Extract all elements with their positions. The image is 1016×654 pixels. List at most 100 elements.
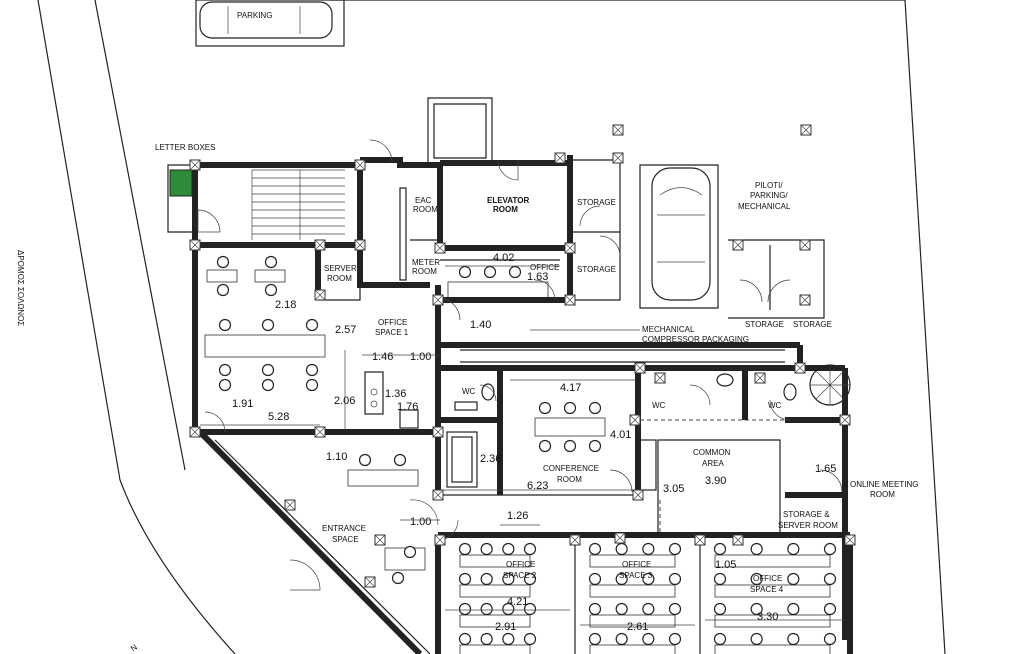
dim-2-57: 2.57: [335, 324, 356, 336]
column-cross: [354, 159, 366, 171]
site-boundary: [37, 0, 946, 654]
server-room-label-2: ROOM: [327, 274, 352, 283]
chair: [588, 401, 602, 415]
chair: [218, 378, 232, 392]
chair: [264, 283, 278, 297]
column-cross: [432, 294, 444, 306]
wc-label-3: WC: [768, 401, 782, 410]
column-cross: [189, 426, 201, 438]
chair: [458, 542, 472, 556]
storage-server-label-1: STORAGE &: [783, 510, 830, 519]
letter-boxes-label: LETTER BOXES: [155, 143, 215, 152]
chair: [615, 572, 628, 586]
chair: [523, 632, 537, 646]
chair: [750, 572, 763, 586]
column-cross: [314, 289, 326, 301]
chair: [642, 602, 655, 616]
chair: [538, 439, 552, 453]
column-cross: [374, 534, 386, 546]
dim-4-21: 4.21: [507, 596, 528, 608]
chair: [480, 542, 493, 556]
chair: [523, 602, 537, 616]
dim-5-28: 5.28: [268, 411, 289, 423]
entrance-label-1: ENTRANCE: [322, 524, 366, 533]
walls: [167, 97, 853, 654]
meter-room-label-2: ROOM: [412, 267, 437, 276]
chair: [668, 632, 682, 646]
column-cross: [434, 242, 446, 254]
desk: [204, 334, 326, 358]
conference-label-2: ROOM: [557, 475, 582, 484]
dim-1-00-a: 1.00: [410, 351, 431, 363]
eac-room-label-1: EAC: [415, 196, 432, 205]
office-space-4-label-b: SPACE 4: [750, 585, 784, 594]
dim-4-02: 4.02: [493, 252, 514, 264]
eac-room-label-2: ROOM: [413, 205, 438, 214]
dim-2-18: 2.18: [275, 299, 296, 311]
chair: [642, 632, 655, 646]
online-meeting-label-1: ONLINE MEETING: [850, 480, 918, 489]
dim-4-01: 4.01: [610, 429, 631, 441]
north-arrow: N: [129, 642, 139, 653]
column-cross: [654, 372, 666, 384]
chair: [787, 542, 800, 556]
entrance-label-2: SPACE: [332, 535, 359, 544]
chair: [823, 572, 837, 586]
dim-6-23: 6.23: [527, 480, 548, 492]
dim-3-90: 3.90: [705, 475, 726, 487]
desk: [459, 584, 531, 598]
column-cross: [754, 372, 766, 384]
column-cross: [839, 414, 851, 426]
dim-3-05: 3.05: [663, 483, 684, 495]
dim-2-61: 2.61: [627, 621, 648, 633]
column-cross: [284, 499, 296, 511]
chair: [713, 602, 727, 616]
column-cross: [564, 242, 576, 254]
mechanical-label-1: MECHANICAL: [642, 325, 695, 334]
chair: [615, 602, 628, 616]
dim-4-17: 4.17: [560, 382, 581, 394]
storage-label-4: STORAGE: [793, 320, 832, 329]
chair: [458, 632, 472, 646]
chair: [358, 453, 372, 467]
server-room-label-1: SERVER: [324, 264, 357, 273]
car-top: PARKING: [195, 0, 345, 47]
chair: [615, 632, 628, 646]
office-label: OFFICE: [530, 263, 559, 272]
desk: [589, 554, 676, 568]
wc-label-2: WC: [652, 401, 666, 410]
structural-columns: [189, 124, 856, 588]
chair: [615, 542, 628, 556]
chair: [502, 632, 515, 646]
desk: [447, 281, 549, 299]
office-space-2-label-b: SPACE 2: [503, 571, 537, 580]
desk: [589, 614, 676, 628]
chair: [750, 542, 763, 556]
chair: [823, 602, 837, 616]
chair: [218, 318, 232, 332]
column-cross: [364, 576, 376, 588]
column-cross: [612, 152, 624, 164]
chair: [508, 265, 522, 279]
furniture-layer: [204, 255, 837, 654]
chair: [668, 542, 682, 556]
common-area-label-1: COMMON: [693, 448, 731, 457]
column-cross: [569, 534, 581, 546]
desk: [254, 269, 286, 283]
dim-1-26: 1.26: [507, 510, 528, 522]
column-cross: [694, 534, 706, 546]
column-cross: [432, 426, 444, 438]
chair: [668, 602, 682, 616]
chair: [750, 602, 763, 616]
office-space-2-label-a: OFFICE: [506, 560, 535, 569]
chair: [480, 572, 493, 586]
chair: [261, 378, 275, 392]
mechanical-label-2: COMPRESSOR PACKAGING: [642, 335, 749, 344]
chair: [588, 542, 602, 556]
dim-1-46: 1.46: [372, 351, 393, 363]
desk: [206, 269, 238, 283]
chair: [458, 602, 472, 616]
column-cross: [189, 239, 201, 251]
online-meeting-label-2: ROOM: [870, 490, 895, 499]
